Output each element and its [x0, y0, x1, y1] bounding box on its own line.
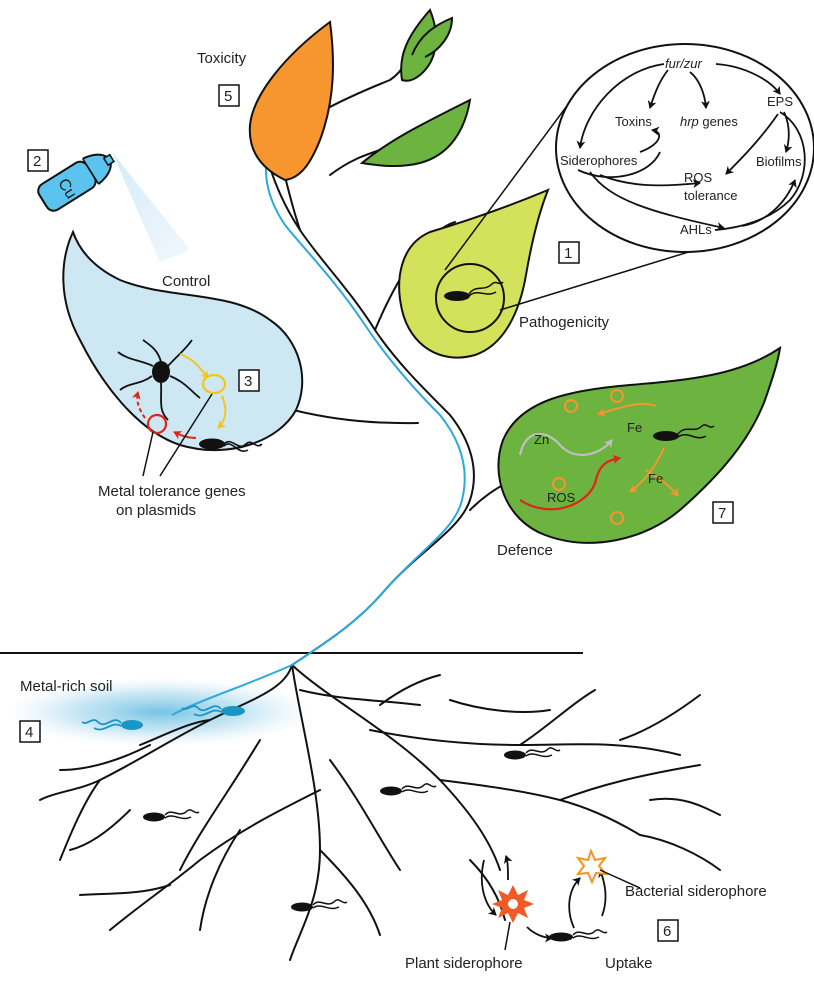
metal-tolerance-label-2: on plasmids — [116, 502, 196, 519]
plant-siderophore-callout — [505, 922, 510, 950]
siderophores-label: Siderophores — [560, 153, 638, 168]
tolerance-label: tolerance — [684, 188, 737, 203]
number-1: 1 — [564, 245, 572, 262]
genes-text: genes — [699, 114, 739, 129]
bacterial-siderophore-label: Bacterial siderophore — [625, 883, 767, 900]
number-6: 6 — [663, 923, 671, 940]
number-3: 3 — [244, 373, 252, 390]
ros-defence-label: ROS — [547, 490, 576, 505]
root-bacteria — [143, 748, 607, 942]
pathogenicity-label: Pathogenicity — [519, 314, 610, 331]
toxins-label: Toxins — [615, 114, 652, 129]
number-5: 5 — [224, 88, 232, 105]
eps-label: EPS — [767, 94, 793, 109]
toxicity-leaf — [250, 22, 333, 180]
metal-rich-soil-label: Metal-rich soil — [20, 678, 113, 695]
hrp-genes-label: hrp genes — [680, 114, 738, 129]
fe-top-label: Fe — [627, 420, 642, 435]
pathogenicity-inset — [556, 44, 814, 252]
uptake-label: Uptake — [605, 955, 653, 972]
number-7: 7 — [718, 505, 726, 522]
fur-zur-label: fur/zur — [665, 56, 703, 71]
green-leaf-mid — [362, 100, 470, 166]
plant-siderophore-label: Plant siderophore — [405, 955, 523, 972]
spray-cone — [112, 152, 190, 262]
fe-bottom-label: Fe — [648, 471, 663, 486]
zn-label: Zn — [534, 432, 549, 447]
plant-siderophore-center — [508, 899, 518, 909]
number-4: 4 — [25, 724, 33, 741]
toxicity-label: Toxicity — [197, 50, 247, 67]
control-label: Control — [162, 273, 210, 290]
biofilms-label: Biofilms — [756, 154, 802, 169]
metal-tolerance-label-1: Metal tolerance genes — [98, 483, 246, 500]
defence-label: Defence — [497, 542, 553, 559]
number-2: 2 — [33, 153, 41, 170]
plasmid-leaf — [63, 232, 302, 450]
hrp-italic: hrp — [680, 114, 699, 129]
callout-line-red — [143, 432, 153, 476]
